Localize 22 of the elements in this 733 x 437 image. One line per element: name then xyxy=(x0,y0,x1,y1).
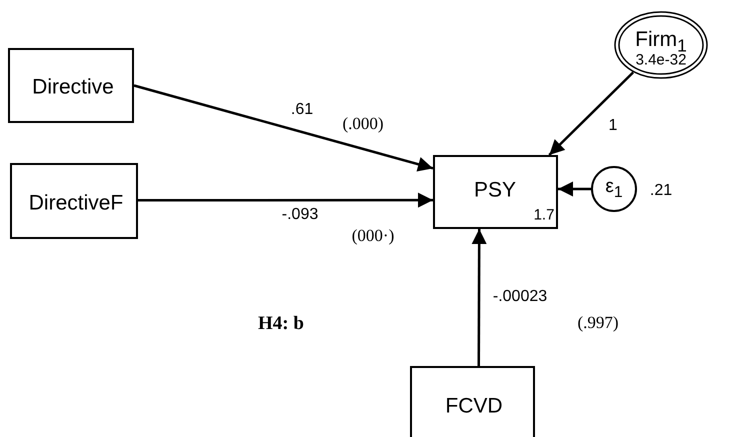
variable-name: Firm$_{1}$ xyxy=(635,29,687,55)
estimate-value: 3.4e-32 xyxy=(636,52,686,68)
p-value: (.997) xyxy=(577,313,619,333)
variable-box xyxy=(410,366,535,437)
hypothesis-label: H4: b xyxy=(258,313,304,335)
path-arrow xyxy=(134,84,434,172)
variable-name: ε$_{1}$ xyxy=(605,177,623,201)
variable-name: DirectiveF xyxy=(28,192,124,214)
variable-box xyxy=(433,155,558,229)
p-value: (.000) xyxy=(342,114,384,134)
variable-box xyxy=(10,163,138,239)
variable-name: FCVD xyxy=(445,396,503,416)
variance-value: .21 xyxy=(650,182,672,200)
path-arrow xyxy=(472,229,487,366)
estimate-value: 1.7 xyxy=(534,208,554,222)
path-arrow xyxy=(138,192,433,208)
path-arrow xyxy=(558,182,591,197)
variable-box xyxy=(8,48,134,123)
p-value: (000·) xyxy=(352,226,394,246)
path-arrow xyxy=(548,72,634,156)
variable-name: Directive xyxy=(32,76,114,98)
variable-name: PSY xyxy=(474,180,516,200)
